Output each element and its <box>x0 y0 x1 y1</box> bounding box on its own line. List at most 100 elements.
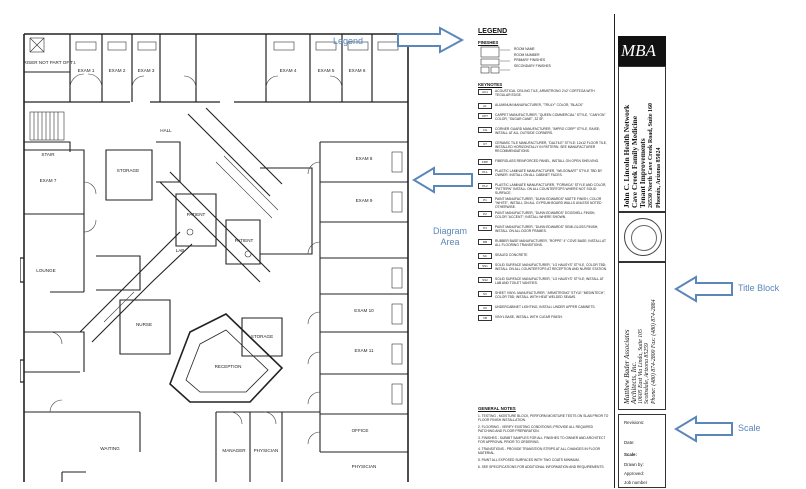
legend-title: LEGEND <box>478 28 508 35</box>
stair-treads <box>33 112 59 140</box>
job-number-label: Job number <box>624 480 648 485</box>
room-label: RECEPTION <box>215 364 242 369</box>
wall-segment <box>69 34 373 102</box>
exam-table <box>391 151 403 173</box>
keynote-text: CARPET MANUFACTURER, "QUEEN COMMERCIAL" … <box>495 113 606 121</box>
legend-sheet: LEGEND FINISHES ROOM NAME ROOM NUMBER PR… <box>478 26 610 484</box>
keynote-text: CORNER GUARD MANUFACTURER, "IMPRO CORP" … <box>495 127 600 135</box>
keynote-text: VINYL BASE, INSTALL WITH CLEAR FINISH. <box>495 315 563 319</box>
wall-segment <box>319 141 408 452</box>
keynote-code: UC <box>478 305 492 311</box>
arrow-right-icon <box>397 26 465 54</box>
legend-annotation: Legend <box>333 36 364 46</box>
keynote-text: FIBERGLASS REINFORCED PANEL, INSTALL ON … <box>495 159 600 163</box>
general-note: 1. TESTING - MOISTURE BLOCK, PERFORM MOI… <box>478 414 609 422</box>
keynote-code: AL <box>478 103 492 109</box>
keynote-text: UNDERCABINET LIGHTING, INSTALL UNDER UPP… <box>495 305 596 309</box>
keynote-text: PLASTIC LAMINATE MANUFACTURER, "FORMICA"… <box>495 183 607 195</box>
room-label: RISER NOT PART OF T.I. <box>24 60 77 65</box>
room-label: EXAM 5 <box>318 68 335 73</box>
door-swing <box>49 331 63 413</box>
keynote-text: PAINT MANUFACTURER, "DUNN EDWARDS" EGGSH… <box>495 211 596 219</box>
wall-segment <box>169 313 284 403</box>
room-label: PATIENT <box>235 238 254 243</box>
wall-segment <box>20 359 24 383</box>
keynote-code: P3 <box>478 225 492 231</box>
wall-segment <box>156 141 181 183</box>
exam-table <box>391 383 403 405</box>
room-label: WAITING <box>100 446 120 451</box>
room-label: STORAGE <box>117 168 139 173</box>
counter <box>215 155 279 219</box>
scale-label: Scale: <box>624 452 637 457</box>
door-swing <box>307 161 321 255</box>
title-block-annotation: Title Block <box>738 283 780 293</box>
finish-item: ROOM NAME <box>514 47 535 51</box>
keynote-code: P1 <box>478 197 492 203</box>
keynote-code: SS1 <box>478 263 492 269</box>
room-label: NURSE <box>136 322 152 327</box>
keynote-text: PAINT MANUFACTURER, "DUNN EDWARDS" SEMI-… <box>495 225 599 233</box>
architect-seal <box>624 218 662 256</box>
door-swing <box>69 73 103 89</box>
door-swing <box>83 181 97 233</box>
date-label: Date: <box>624 440 635 445</box>
room-label: EXAM 8 <box>356 156 373 161</box>
wall-segment <box>185 329 269 393</box>
general-note: 2. FLOORING - VERIFY EXISTING CONDITIONS… <box>478 425 594 433</box>
door-swing <box>307 311 321 365</box>
keynote-code: SC <box>478 253 492 259</box>
room-label: EXAM 10 <box>354 308 374 313</box>
room-label: LAB <box>176 248 185 253</box>
keynote-text: ACOUSTICAL CEILING TILE, ARMSTRONG 2'x2'… <box>495 89 595 97</box>
keynote-code: AC1 <box>478 89 492 95</box>
general-note: 5. PAINT ALL EXPOSED SURFACES WITH TWO C… <box>478 458 580 462</box>
diagram-area-annotation: Diagram Area <box>432 226 467 247</box>
revisions-box <box>618 414 666 488</box>
keynote-text: SEALED CONCRETE <box>495 253 528 257</box>
room-label: EXAM 11 <box>354 348 374 353</box>
room-label: HALL <box>160 128 172 133</box>
arrow-left-icon <box>674 275 733 303</box>
toilet <box>186 228 194 236</box>
project-info-box <box>618 66 666 212</box>
cabinet <box>107 41 127 51</box>
finish-item: ROOM NUMBER <box>514 52 540 57</box>
cabinet <box>75 41 97 51</box>
wall-segment <box>24 411 141 452</box>
arrow-left-icon <box>412 166 473 194</box>
keynotes-heading: KEYNOTES <box>478 82 503 87</box>
cabinet <box>347 41 369 51</box>
wall-segment <box>24 71 71 152</box>
room-label: EXAM 7 <box>40 178 57 183</box>
room-label: EXAM 4 <box>280 68 297 73</box>
general-note: 4. TRANSITIONS - PROVIDE TRANSITION STRI… <box>478 447 601 455</box>
wall-segment <box>260 167 313 255</box>
arrow-left-icon <box>674 415 733 443</box>
cabinet <box>137 41 157 51</box>
keynote-code: PL1 <box>478 169 492 175</box>
room-label: MANAGER <box>222 448 246 453</box>
wall-segment <box>215 411 408 482</box>
revisions-label: Revisions: <box>624 420 645 425</box>
general-notes-heading: GENERAL NOTES <box>478 406 516 411</box>
room-label: PHYSICIAN <box>254 448 279 453</box>
wall-segment <box>175 193 217 247</box>
toilet <box>244 250 252 258</box>
room-label: LOUNGE <box>36 268 55 273</box>
wall-segment <box>96 255 141 291</box>
scale-annotation: Scale <box>738 423 761 433</box>
keynote-code: CPT <box>478 113 492 119</box>
keynote-code: FRP <box>478 159 492 165</box>
cabinet <box>273 41 295 51</box>
